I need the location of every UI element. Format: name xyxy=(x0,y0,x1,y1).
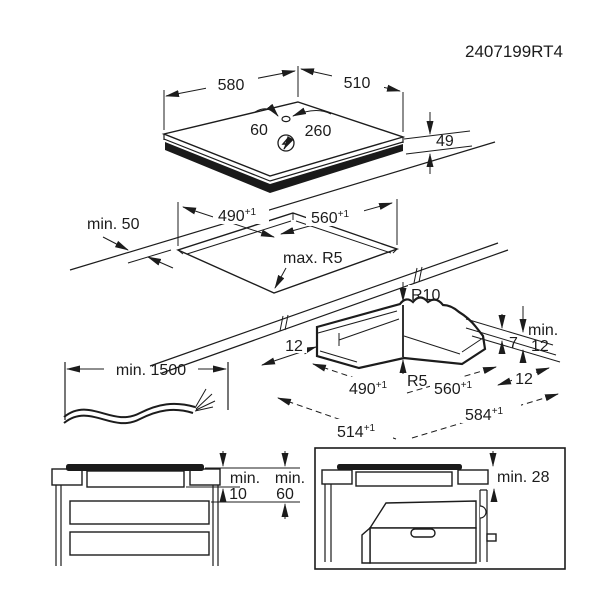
min10-value: 10 xyxy=(229,486,247,503)
profile-width-label: 560+1 xyxy=(434,380,473,398)
cutout-depth-tolerance: +1 xyxy=(245,207,257,218)
dim-arc-260 xyxy=(292,107,332,117)
break-ticks xyxy=(279,266,423,332)
worktop-block-left xyxy=(51,468,83,486)
min-clearance-value: 12 xyxy=(531,338,549,355)
hob-height-label: 49 xyxy=(436,133,454,150)
corner-profile-view: R10 R5 12 490+1 560+1 12 7 xyxy=(261,282,561,441)
label-bg xyxy=(206,72,258,94)
worktop-block-right xyxy=(189,468,221,486)
drawer-clearance-view: min. 10 min. 60 xyxy=(51,451,305,566)
inner-radius-label: R5 xyxy=(407,373,428,390)
power-connection-icon xyxy=(277,134,295,152)
hob-depth-label: 510 xyxy=(344,75,371,92)
oven-handle xyxy=(410,528,436,538)
label-bg xyxy=(213,203,269,224)
cable-line-bottom xyxy=(63,408,194,425)
label-bg xyxy=(461,402,521,423)
dash-dim-560 xyxy=(406,366,497,394)
overall-depth-value: 514 xyxy=(337,424,364,441)
label-bg xyxy=(306,205,364,226)
cutout-width-value: 560 xyxy=(311,210,338,227)
hob-glass-edge xyxy=(163,134,404,182)
profile-height-label: 7 xyxy=(509,335,518,352)
oven-top xyxy=(368,500,477,529)
arrow-maxr5 xyxy=(274,267,287,289)
arrow-min50-a xyxy=(102,236,129,251)
profile-depth-tolerance: +1 xyxy=(376,380,388,391)
overall-width-value: 584 xyxy=(465,407,492,424)
cabinet-side-left xyxy=(324,484,332,562)
overall-width-label: 584+1 xyxy=(465,406,504,424)
hob-width-label: 580 xyxy=(218,77,245,94)
label-bg xyxy=(332,70,384,92)
ref-line-top xyxy=(465,318,554,346)
power-cable-view: min. 1500 xyxy=(63,362,229,425)
corner-trim-piece xyxy=(315,296,487,370)
ref-line-mid xyxy=(465,327,557,356)
label-bg xyxy=(512,370,536,387)
connection-point xyxy=(281,115,291,123)
oven-side xyxy=(361,526,371,564)
hob-glass-section xyxy=(337,464,462,470)
right-offset-label: 12 xyxy=(515,371,533,388)
oven-clearance-label: min. 28 xyxy=(497,469,550,486)
cabinet-sides xyxy=(55,485,219,566)
overall-depth-label: 514+1 xyxy=(337,423,376,441)
hob-body-section xyxy=(355,471,453,487)
min60-word: min. xyxy=(275,470,305,487)
trim-piece-detail-lines xyxy=(317,310,484,363)
wall-clearance-label: min. 50 xyxy=(87,216,140,233)
worktop-front-edge-2 xyxy=(161,249,509,374)
cable-offset-left-label: 60 xyxy=(250,122,268,139)
cable-length-label: min. 1500 xyxy=(116,362,186,379)
cutout-width-tolerance: +1 xyxy=(338,209,350,220)
oven-clearance-view: min. 28 xyxy=(314,447,566,570)
cable-wire-ends xyxy=(194,388,216,412)
overall-width-tolerance: +1 xyxy=(492,406,504,417)
corner-radius-label: max. R5 xyxy=(283,250,343,267)
profile-depth-label: 490+1 xyxy=(349,380,388,398)
left-offset-label: 12 xyxy=(285,338,303,355)
worktop-cutout-view: 490+1 560+1 min. 50 max. R5 xyxy=(87,199,509,374)
overall-depth-tolerance: +1 xyxy=(364,423,376,434)
cutout-width-label: 560+1 xyxy=(311,209,350,227)
panel-bump xyxy=(479,505,487,519)
profile-depth-value: 490 xyxy=(349,381,376,398)
label-bg xyxy=(345,377,401,397)
min10-word: min. xyxy=(230,470,260,487)
doc-number: 2407199RT4 xyxy=(465,42,563,61)
min-clearance-word: min. xyxy=(528,322,558,339)
hob-body-section xyxy=(86,470,185,488)
hob-glass-section xyxy=(66,464,204,471)
profile-width-tolerance: +1 xyxy=(461,380,473,391)
hob-base-band xyxy=(165,142,403,193)
worktop-block-left xyxy=(321,469,353,485)
ref-line-bottom xyxy=(471,335,561,363)
cutout-depth-value: 490 xyxy=(218,208,245,225)
cable-offset-right-label: 260 xyxy=(305,123,332,140)
min60-value: 60 xyxy=(276,486,294,503)
label-bg xyxy=(283,336,307,353)
arrow-min50-b xyxy=(147,256,174,269)
label-bg xyxy=(430,377,488,397)
oven-knob xyxy=(486,533,497,542)
label-bg xyxy=(333,419,393,440)
cutout-depth-label: 490+1 xyxy=(218,207,257,225)
dash-dim-584 xyxy=(411,393,559,439)
dim-arc-60 xyxy=(254,103,279,117)
side-panel xyxy=(479,489,488,562)
worktop-block-right xyxy=(457,469,489,485)
drawer-front-2 xyxy=(69,531,210,556)
drawer-front-1 xyxy=(69,500,210,525)
hob-isometric-view: 580 510 60 260 49 xyxy=(69,66,496,271)
ref-line-49-bottom xyxy=(405,145,473,155)
ref-line-49-top xyxy=(403,130,471,140)
worktop-front-edge-1 xyxy=(149,242,499,367)
cable-line-top xyxy=(63,402,196,419)
profile-width-value: 560 xyxy=(434,381,461,398)
edge-segment xyxy=(127,249,172,264)
